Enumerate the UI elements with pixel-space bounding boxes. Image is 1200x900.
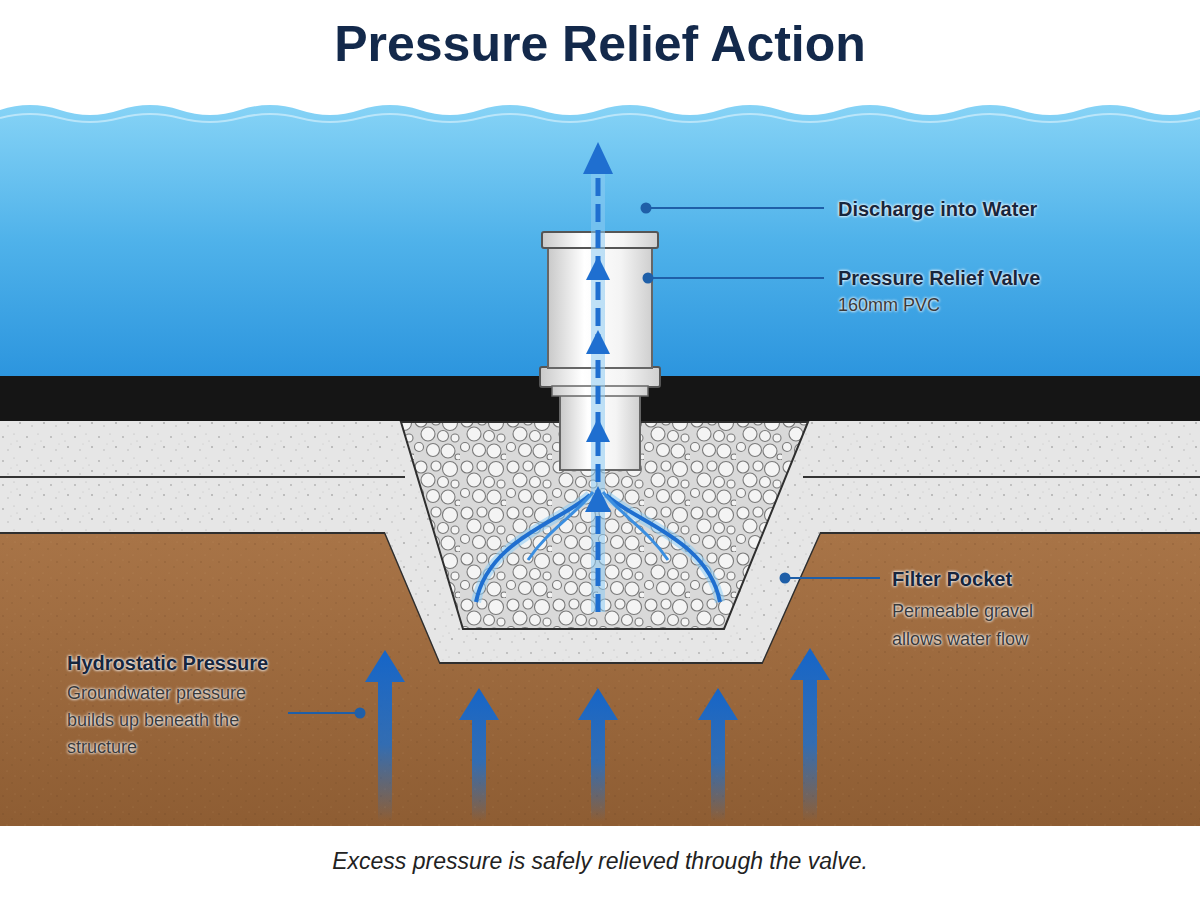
flow-arrowhead	[586, 418, 610, 442]
callout-body: Permeable gravel allows water flow	[892, 597, 1082, 653]
flow-curve	[603, 492, 668, 560]
leader-dot	[780, 573, 791, 584]
water-highlight	[0, 114, 1200, 122]
concrete-joint	[803, 476, 1200, 478]
pressure-arrow	[365, 650, 405, 822]
callout-body: Groundwater pressure builds up beneath t…	[67, 680, 282, 761]
flow-glow	[591, 165, 605, 612]
flow-line	[596, 168, 601, 612]
leader-line	[646, 207, 824, 209]
callout-heading: Pressure Relief Valve	[838, 265, 1158, 291]
leader-line	[288, 712, 360, 714]
flow-arrowhead	[586, 330, 610, 354]
concrete-joint	[0, 476, 405, 478]
pressure-arrow	[578, 688, 618, 822]
diagram-title: Pressure Relief Action	[0, 14, 1200, 74]
callout-body: 160mm PVC	[838, 293, 1158, 317]
leader-line	[648, 277, 824, 279]
diagram-caption: Excess pressure is safely relieved throu…	[0, 846, 1200, 876]
pressure-arrow	[459, 688, 499, 822]
leader-dot	[355, 708, 366, 719]
leader-dot	[641, 203, 652, 214]
leader-dot	[643, 273, 654, 284]
leader-line	[785, 577, 880, 579]
pressure-arrow	[698, 688, 738, 822]
flow-curve	[528, 492, 593, 560]
flow-arrowhead	[583, 142, 613, 174]
flow-arrowhead	[586, 256, 610, 280]
flow-arrowhead	[585, 486, 611, 512]
callout-heading: Filter Pocket	[892, 566, 1192, 592]
callout-heading: Hydrostatic Pressure	[67, 650, 367, 676]
pressure-arrow	[790, 648, 830, 822]
callout-heading: Discharge into Water	[838, 196, 1158, 222]
